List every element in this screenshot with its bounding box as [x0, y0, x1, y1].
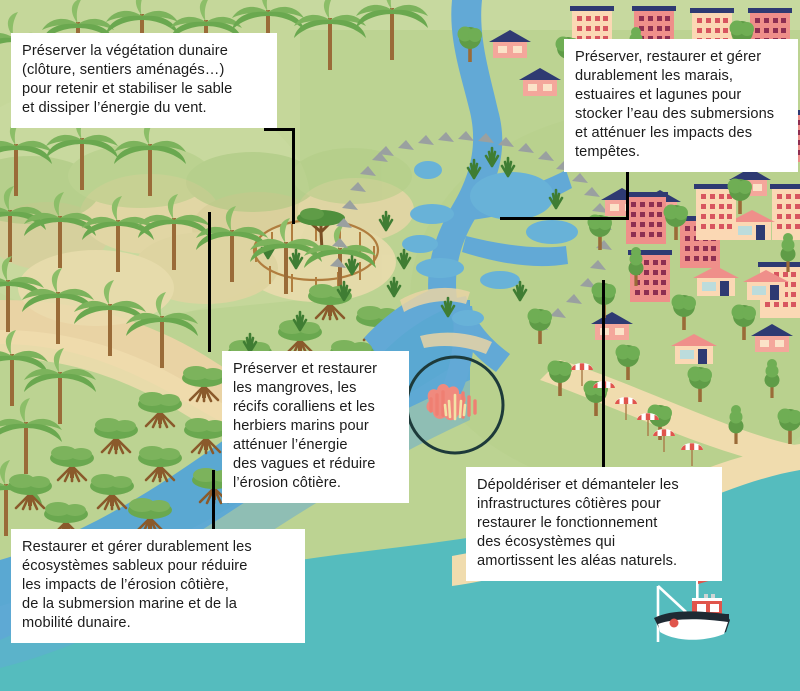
leader-line-dune-elbow — [264, 128, 295, 131]
callout-sandy-ecosystems: Restaurer et gérer durablement les écosy… — [11, 529, 305, 643]
leader-line-marsh — [626, 158, 629, 220]
callout-mangroves-coral: Préserver et restaurer les mangroves, le… — [222, 351, 409, 503]
leader-line-mangrove — [208, 212, 211, 352]
callout-marshes-estuaries: Préserver, restaurer et gérer durablemen… — [564, 39, 798, 172]
fishing-boat — [654, 576, 730, 642]
callout-depolderisation: Dépoldériser et démanteler les infrastru… — [466, 467, 722, 581]
leader-line-marsh-elbow — [500, 217, 629, 220]
leader-line-depolder — [602, 280, 605, 468]
marsh-delta — [364, 0, 578, 404]
callout-dune-vegetation: Préserver la végétation dunaire (clôture… — [11, 33, 277, 128]
leader-line-sandy — [212, 470, 215, 532]
leader-line-dune — [292, 128, 295, 224]
